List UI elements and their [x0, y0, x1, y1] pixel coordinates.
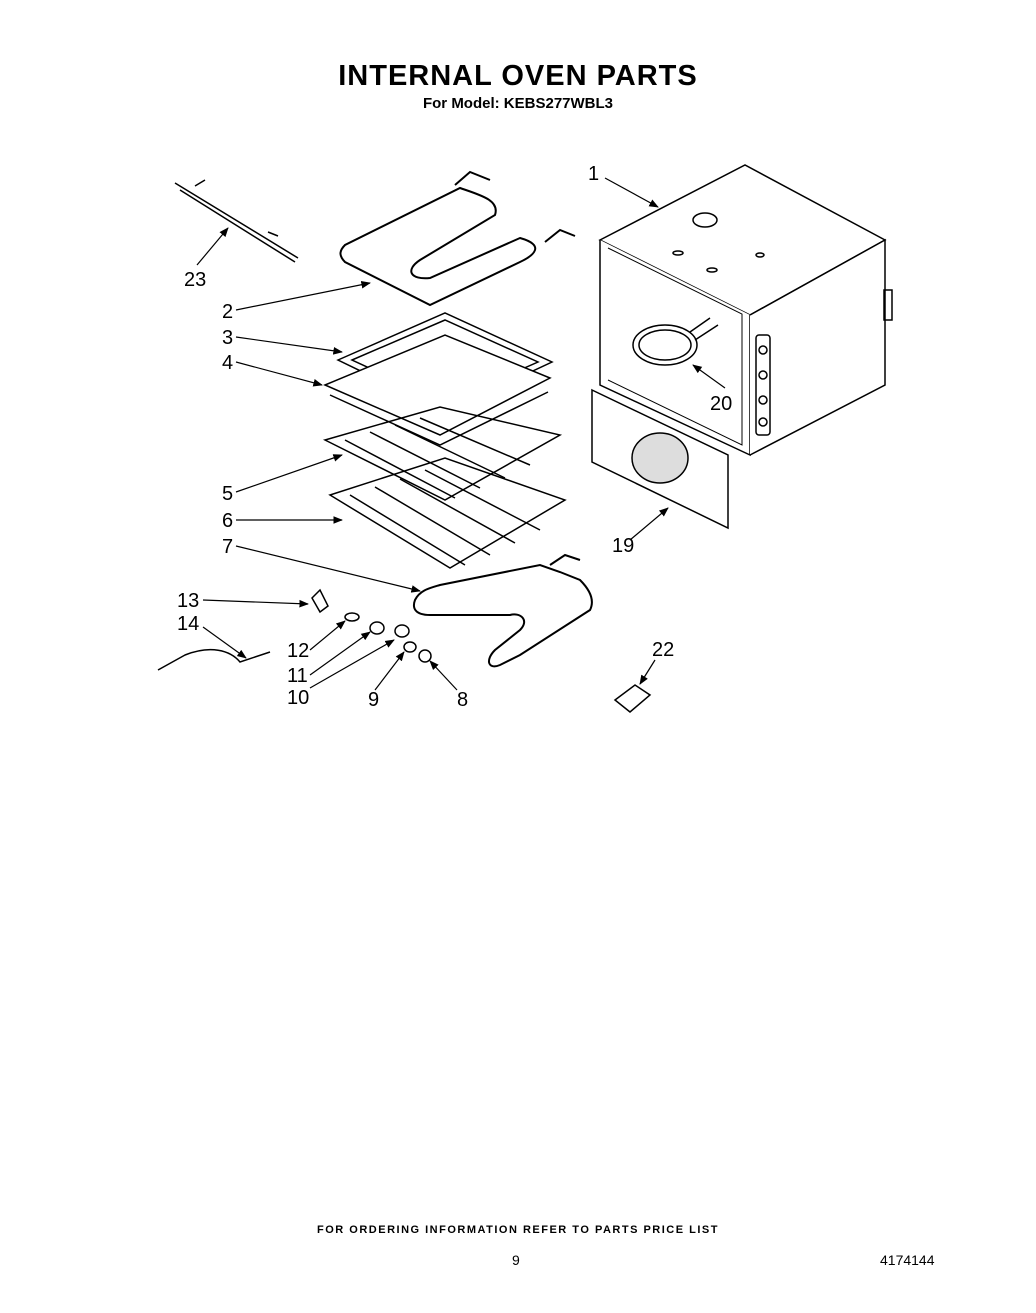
callout-12: 12: [287, 640, 309, 662]
ordering-note: FOR ORDERING INFORMATION REFER TO PARTS …: [317, 1224, 719, 1236]
page-title: INTERNAL OVEN PARTS: [338, 60, 698, 92]
document-number: 4174144: [880, 1252, 935, 1268]
bracket-part: [174, 179, 299, 263]
callout-11: 11: [287, 665, 308, 687]
oven-rack-upper-part: [322, 406, 563, 501]
callout-6: 6: [222, 510, 233, 532]
callout-23: 23: [184, 269, 206, 291]
small-hardware-parts: [157, 588, 652, 713]
callout-7: 7: [222, 536, 233, 558]
callout-14: 14: [177, 613, 199, 635]
callout-1: 1: [588, 163, 599, 185]
callout-labels: 1 23 2 3 4 5 6 7 13 14 12 11 10 9 8 19 2…: [177, 163, 732, 711]
callout-2: 2: [222, 301, 233, 323]
model-subtitle: For Model: KEBS277WBL3: [422, 95, 614, 112]
callout-5: 5: [222, 483, 233, 505]
callout-3: 3: [222, 327, 233, 349]
page-number: 9: [512, 1252, 520, 1268]
callout-10: 10: [287, 687, 309, 709]
fan-cover-part: [591, 388, 729, 530]
broil-element-part: [339, 170, 576, 307]
convection-element-part: [632, 317, 719, 366]
oven-rack-lower-part: [328, 457, 567, 569]
callout-22: 22: [652, 639, 674, 661]
oven-liner-part: [598, 164, 893, 457]
callout-8: 8: [457, 689, 468, 711]
leader-lines: [196, 177, 726, 691]
bake-element-part: [412, 553, 593, 668]
callout-4: 4: [222, 352, 233, 374]
callout-20: 20: [710, 393, 732, 415]
callout-13: 13: [177, 590, 199, 612]
callout-9: 9: [368, 689, 379, 711]
callout-19: 19: [612, 535, 634, 557]
